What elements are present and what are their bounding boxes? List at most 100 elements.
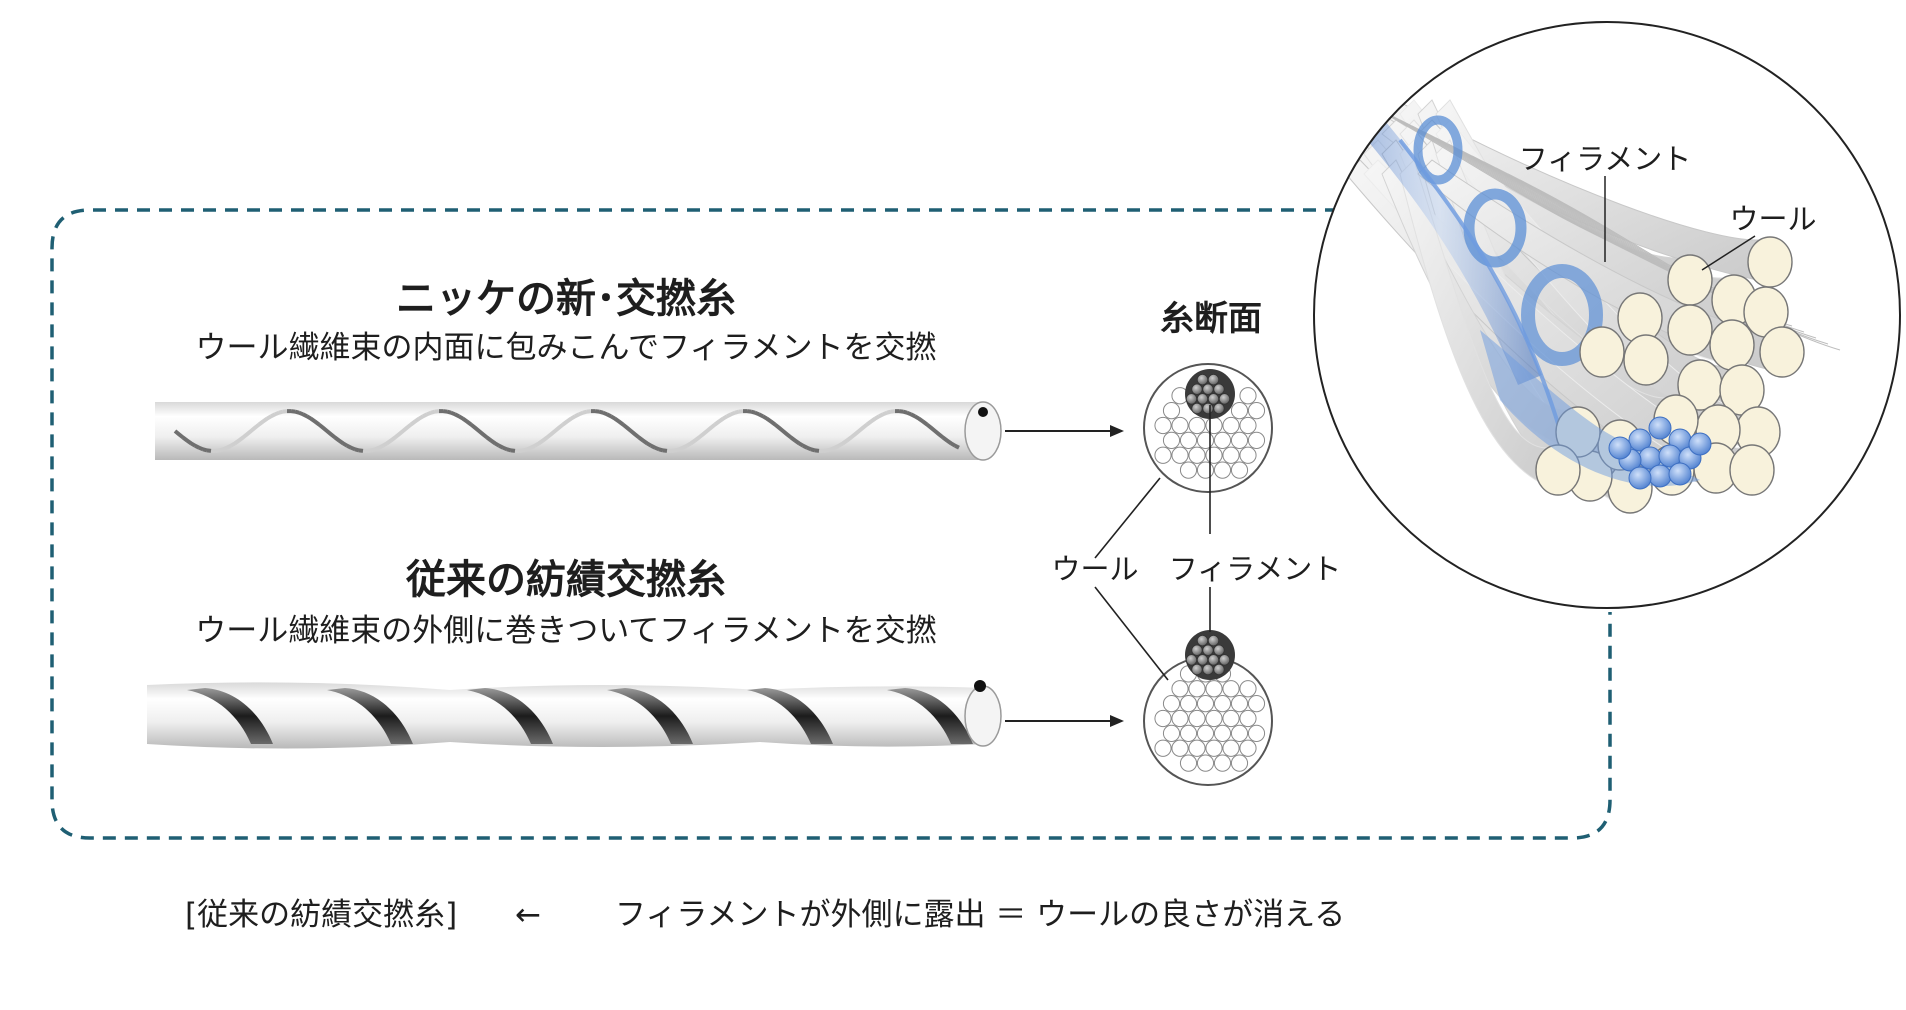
filament-fiber	[1213, 663, 1225, 676]
filament-fiber	[1218, 654, 1231, 666]
filament-fiber	[1207, 635, 1220, 647]
wool-fiber	[1179, 431, 1198, 449]
filament-fiber	[1196, 654, 1209, 666]
wool-fiber-end	[1667, 254, 1713, 306]
wool-fiber	[1188, 680, 1206, 698]
wool-fiber	[1205, 709, 1223, 728]
wool-fiber	[1213, 724, 1232, 742]
arrow-head-bottom	[1110, 715, 1124, 727]
helix-back	[211, 409, 896, 453]
wool-fiber	[1154, 739, 1172, 757]
wool-fiber	[1247, 724, 1266, 742]
filament-fiber	[1202, 644, 1214, 656]
filament-fiber	[1202, 663, 1214, 676]
wool-fiber	[1188, 446, 1206, 464]
filament-fiber-end	[1628, 466, 1652, 490]
conventional-yarn-subtitle: ウール繊維束の外側に巻きついてフィラメントを交撚	[195, 613, 937, 649]
wrap-band-2	[327, 688, 413, 744]
wool-fiber	[1179, 724, 1198, 742]
filament-fiber-end	[1628, 428, 1652, 452]
caption-arrow: ←	[515, 897, 541, 933]
filament-fiber	[1213, 644, 1225, 656]
filament-fiber	[1202, 402, 1214, 415]
new-yarn-title: ニッケの新･交撚糸	[396, 276, 736, 322]
wrap-band-6	[887, 688, 973, 744]
caption-statement: フィラメントが外側に露出 ＝ ウールの良さが消える	[615, 897, 1346, 933]
wool-fiber	[1171, 446, 1189, 464]
wool-fiber	[1162, 695, 1181, 713]
filament-fiber	[1185, 654, 1198, 666]
filament-fiber-end	[1608, 436, 1632, 460]
wool-fiber	[1154, 416, 1172, 435]
wool-fiber	[1230, 695, 1249, 713]
wool-fiber	[1239, 709, 1257, 728]
wool-fiber	[1230, 402, 1249, 420]
filament-fiber	[1218, 393, 1231, 405]
wool-fiber	[1179, 695, 1198, 713]
dashed-frame	[50, 208, 1612, 840]
wool-fiber	[1239, 446, 1257, 464]
filament-fiber	[1213, 402, 1225, 415]
filament-fiber	[1202, 383, 1214, 395]
wool-fiber	[1247, 431, 1266, 449]
conventional-yarn-title: 従来の紡績交撚糸	[406, 557, 726, 603]
wrap-band-3	[467, 688, 553, 744]
filament-fiber	[1191, 644, 1203, 656]
wool-fiber	[1222, 739, 1240, 757]
leader-wool-top	[1094, 477, 1161, 559]
wool-fiber	[1222, 680, 1240, 698]
wool-fiber	[1162, 431, 1181, 449]
wool-fiber	[1196, 724, 1215, 742]
leader-wool-bottom	[1094, 586, 1169, 681]
wool-fiber	[1247, 695, 1266, 713]
filament-fiber	[1207, 373, 1220, 386]
wool-fiber	[1230, 431, 1249, 449]
filament-inner-helix	[173, 409, 960, 453]
wool-fiber	[1171, 739, 1189, 757]
wool-fiber	[1239, 416, 1257, 435]
filament-fiber	[1207, 393, 1220, 405]
wool-fiber-end	[1667, 304, 1713, 356]
new-yarn-strand	[155, 401, 1002, 461]
wool-fiber	[1162, 402, 1181, 420]
wool-fiber	[1205, 446, 1223, 464]
wool-fiber-end	[1747, 236, 1793, 288]
filament-outer-wrap	[187, 688, 973, 744]
wrap-band-4	[607, 688, 693, 744]
wool-fiber	[1188, 739, 1206, 757]
filament-fiber	[1213, 383, 1225, 395]
wool-fiber-end	[1579, 326, 1625, 378]
wool-fiber	[1222, 709, 1240, 728]
filament-fiber	[1207, 654, 1220, 666]
wool-fiber	[1205, 739, 1223, 757]
wool-fiber	[1213, 754, 1232, 772]
wool-fiber	[1213, 461, 1232, 479]
filament-fiber	[1196, 393, 1209, 405]
filament-fiber	[1191, 383, 1203, 395]
wool-fiber	[1154, 446, 1172, 464]
wool-fiber	[1188, 709, 1206, 728]
zoom-wool-label: ウール	[1729, 202, 1817, 236]
wool-fiber	[1154, 709, 1172, 728]
wool-fiber	[1247, 402, 1266, 420]
leader-zoom-wool	[1701, 235, 1756, 271]
wool-fiber	[1196, 695, 1215, 713]
wool-fiber	[1213, 695, 1232, 713]
wool-fiber	[1222, 446, 1240, 464]
filament-fiber-end	[1688, 432, 1712, 456]
wool-fiber	[1196, 754, 1215, 772]
wool-fiber	[1171, 680, 1189, 698]
arrow-head-top	[1110, 425, 1124, 437]
filament-fiber	[1185, 393, 1198, 405]
caption-bracket: [従来の紡績交撚糸]	[185, 897, 458, 933]
wool-fiber	[1196, 431, 1215, 449]
filament-fiber-end	[1648, 464, 1672, 488]
wool-fiber	[1213, 431, 1232, 449]
wrap-band-1	[187, 688, 273, 744]
filament-fiber	[1196, 373, 1209, 386]
wool-fiber-end	[1729, 444, 1775, 496]
filament-fiber	[1191, 663, 1203, 676]
cross-section-wool-label: ウール	[1051, 552, 1139, 586]
wool-fiber	[1239, 387, 1257, 405]
wool-fiber	[1239, 680, 1257, 698]
